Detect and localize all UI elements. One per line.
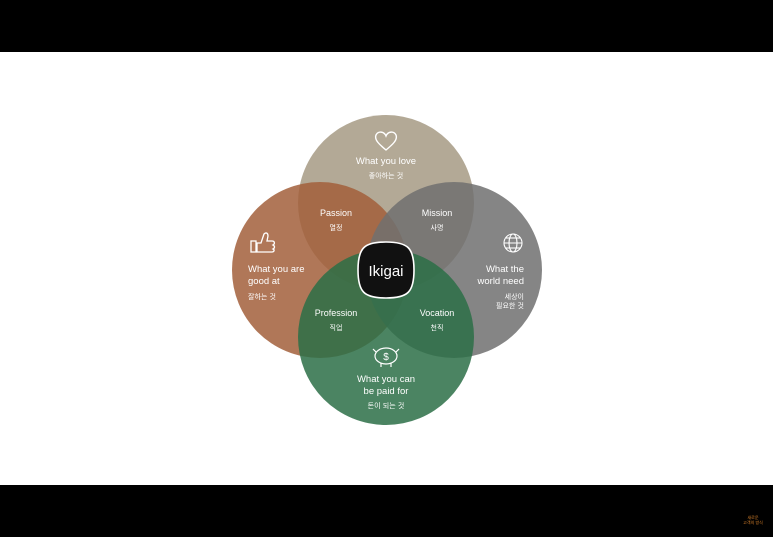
globe-icon (503, 233, 523, 253)
korean-label-what-you-can-be-paid-for: 돈이 되는 것 (368, 401, 405, 410)
label-what-you-are-good-at-line1: What you are (248, 264, 305, 275)
watermark-line-1: 새로운 (747, 515, 759, 520)
svg-text:$: $ (383, 352, 389, 363)
watermark-line-2: 고객의 방식 (743, 520, 763, 525)
korean-label-passion: 열정 (330, 223, 343, 232)
korean-label-mission: 사명 (431, 223, 444, 232)
label-what-you-love: What you love (356, 156, 416, 167)
label-passion: Passion (320, 208, 352, 218)
label-what-you-can-be-paid-for-line2: be paid for (364, 386, 409, 397)
label-mission: Mission (422, 208, 453, 218)
ikigai-center-label: Ikigai (368, 263, 403, 280)
label-profession: Profession (315, 308, 358, 318)
piggy-bank-icon: $ (372, 347, 400, 367)
korean-label-vocation: 천직 (431, 323, 444, 332)
korean-label-profession: 직업 (330, 323, 343, 332)
thumbs-up-icon (250, 232, 276, 253)
channel-watermark: 새로운 고객의 방식 (741, 515, 765, 525)
circle-what-you-can-be-paid-for (298, 249, 474, 425)
label-what-the-world-need-line1: What the (486, 264, 524, 275)
korean-label-what-the-world-need-line1: 세상이 (505, 292, 524, 301)
label-what-the-world-need-line2: world need (477, 276, 524, 287)
korean-label-what-you-are-good-at: 잘하는 것 (248, 292, 276, 301)
korean-label-what-you-love: 좋아하는 것 (369, 171, 403, 180)
letterbox-bottom (0, 485, 773, 537)
heart-icon (374, 131, 398, 151)
ikigai-center-badge (357, 241, 415, 299)
label-what-you-are-good-at-line2: good at (248, 276, 280, 287)
label-vocation: Vocation (420, 308, 455, 318)
letterbox-top (0, 0, 773, 52)
korean-label-what-the-world-need-line2: 필요한 것 (496, 301, 524, 310)
label-what-you-can-be-paid-for-line1: What you can (357, 374, 415, 385)
